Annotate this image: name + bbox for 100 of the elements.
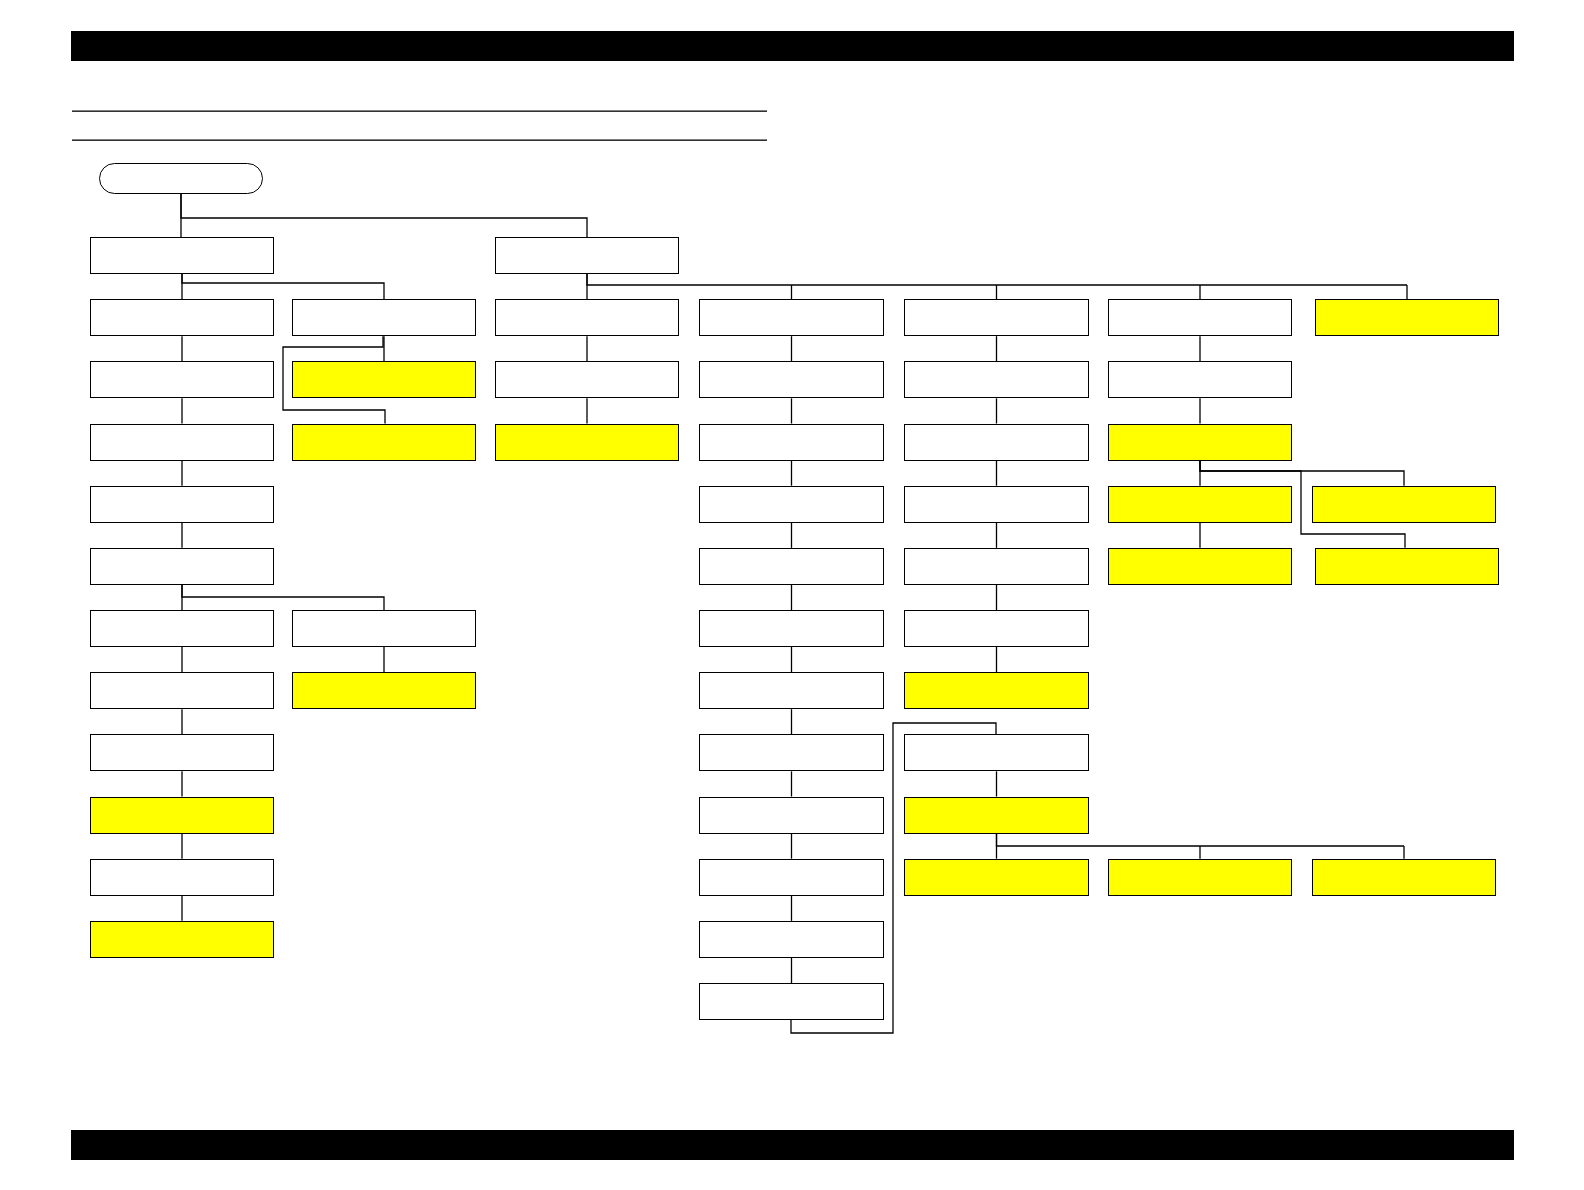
process-box	[904, 610, 1089, 647]
connector-line	[995, 335, 998, 362]
highlighted-box	[1312, 858, 1496, 896]
connector-line	[181, 770, 183, 798]
process-box	[904, 361, 1089, 399]
process-box	[699, 920, 884, 958]
connector-line	[282, 335, 386, 425]
process-box	[904, 485, 1089, 523]
process-box	[699, 361, 884, 399]
highlighted-box	[904, 672, 1089, 710]
process-box	[699, 672, 884, 710]
process-box	[495, 361, 679, 399]
connector-line	[586, 397, 588, 425]
connector-line	[995, 397, 998, 425]
connector-line	[790, 335, 793, 362]
connector-line	[1403, 845, 1405, 860]
highlighted-box	[1108, 858, 1292, 896]
process-box	[90, 672, 274, 710]
connector-line	[181, 584, 385, 611]
connector-line	[790, 770, 793, 798]
connector-line	[383, 335, 385, 362]
rounded-box	[99, 163, 263, 194]
highlighted-box	[90, 920, 274, 958]
highlighted-box	[1108, 423, 1292, 461]
process-box	[699, 734, 884, 772]
highlighted-box	[1108, 547, 1292, 585]
connector-line	[995, 522, 998, 549]
highlighted-box	[292, 423, 476, 461]
process-box	[904, 547, 1089, 585]
connector-line	[1199, 459, 1406, 549]
connector-line	[790, 895, 793, 922]
connector-line	[1406, 284, 1408, 300]
process-box	[904, 299, 1089, 337]
process-box	[90, 423, 274, 461]
connector-line	[181, 832, 183, 860]
process-box	[1108, 299, 1292, 337]
connector-line	[995, 832, 1405, 847]
process-box	[495, 299, 679, 337]
process-box	[699, 858, 884, 896]
highlighted-box	[1108, 485, 1292, 523]
highlighted-box	[1312, 485, 1496, 523]
process-box	[495, 237, 679, 274]
process-box	[699, 485, 884, 523]
connector-line	[790, 646, 793, 673]
process-box	[699, 983, 884, 1021]
process-box	[292, 299, 476, 337]
connector-line	[180, 193, 588, 238]
connector-line	[181, 459, 183, 487]
process-box	[699, 299, 884, 337]
process-box	[90, 485, 274, 523]
connector-line	[1199, 335, 1201, 362]
process-box	[699, 796, 884, 834]
connector-line	[181, 273, 385, 300]
process-box	[904, 734, 1089, 772]
connector-line	[1199, 284, 1201, 300]
highlighted-box	[292, 672, 476, 710]
process-box	[90, 610, 274, 647]
connector-line	[181, 335, 183, 362]
connector-line	[1199, 522, 1201, 549]
process-box	[1108, 361, 1292, 399]
process-box	[90, 237, 274, 274]
process-box	[90, 858, 274, 896]
connector-line	[790, 832, 793, 860]
connector-line	[181, 522, 183, 549]
connector-line	[383, 646, 385, 673]
process-box	[90, 361, 274, 399]
connector-line	[586, 335, 588, 362]
connector-line	[181, 895, 183, 922]
highlighted-box	[1315, 299, 1499, 337]
highlighted-box	[904, 858, 1089, 896]
process-box	[90, 734, 274, 772]
connector-line	[995, 584, 998, 611]
connector-line	[790, 522, 793, 549]
connector-line	[995, 459, 998, 487]
connector-line	[790, 459, 793, 487]
connector-line	[181, 397, 183, 425]
highlighted-box	[292, 361, 476, 399]
connector-line	[1199, 845, 1201, 860]
highlighted-box	[904, 796, 1089, 834]
highlighted-box	[1315, 547, 1499, 585]
connector-line	[790, 708, 793, 735]
connector-line	[790, 584, 793, 611]
connector-line	[995, 646, 998, 673]
process-box	[292, 610, 476, 647]
connector-line	[181, 646, 183, 673]
connector-line	[181, 708, 183, 735]
highlighted-box	[495, 423, 679, 461]
highlighted-box	[90, 796, 274, 834]
connector-line	[790, 722, 997, 1034]
process-box	[699, 423, 884, 461]
connector-line	[790, 397, 793, 425]
connector-line	[1199, 397, 1201, 425]
process-box	[699, 610, 884, 647]
connector-line	[790, 957, 793, 984]
connector-line	[995, 770, 998, 798]
process-box	[699, 547, 884, 585]
connector-line	[586, 273, 1408, 286]
process-box	[904, 423, 1089, 461]
process-box	[90, 547, 274, 585]
process-box	[90, 299, 274, 337]
